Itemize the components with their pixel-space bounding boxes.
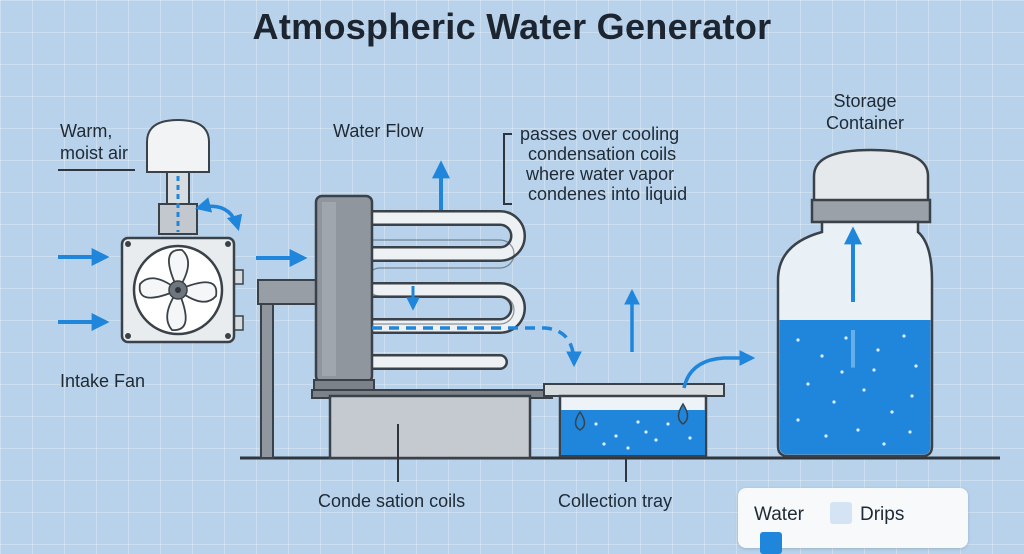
storage-container	[776, 148, 934, 458]
flow-arrow-icon	[194, 197, 243, 232]
intake-fan	[120, 236, 244, 344]
dome-cap-icon	[146, 118, 210, 173]
fan-icon	[138, 249, 218, 331]
page-title: Atmospheric Water Generator	[252, 6, 772, 47]
legend-drips-swatch	[830, 502, 852, 524]
legend-water-label: Water	[754, 504, 804, 525]
collection-tray	[543, 383, 725, 458]
flow-arrow-icon	[682, 350, 756, 389]
legend-drips-label: Drips	[860, 504, 905, 525]
water-flow-line	[372, 326, 582, 368]
warm-air-label: Warm, moist air	[60, 121, 129, 163]
air-inlet-cap	[146, 118, 210, 235]
coil-basin	[311, 389, 553, 460]
water-drop-icon	[574, 410, 586, 431]
intake-arrows	[58, 248, 110, 331]
condenser-unit	[313, 194, 375, 393]
legend: Water Drips	[738, 488, 968, 554]
intake-fan-label: Intake Fan	[60, 371, 146, 391]
dome-cap-icon	[812, 148, 930, 206]
tray-label: Collection tray	[558, 491, 673, 511]
legend-water-swatch	[760, 532, 782, 554]
water-flow-label: Water Flow	[333, 121, 424, 141]
coils-label: Conde sation coils	[318, 491, 466, 511]
water-drop-icon	[677, 402, 689, 425]
connector-pipe	[257, 279, 319, 305]
storage-label: Storage Container	[825, 91, 905, 133]
condensation-coils	[346, 210, 526, 370]
description-bracket	[503, 133, 512, 205]
diagram-canvas	[58, 118, 1000, 482]
description-label: passes over cooling condensation coils w…	[520, 124, 688, 204]
support-post	[260, 289, 274, 459]
